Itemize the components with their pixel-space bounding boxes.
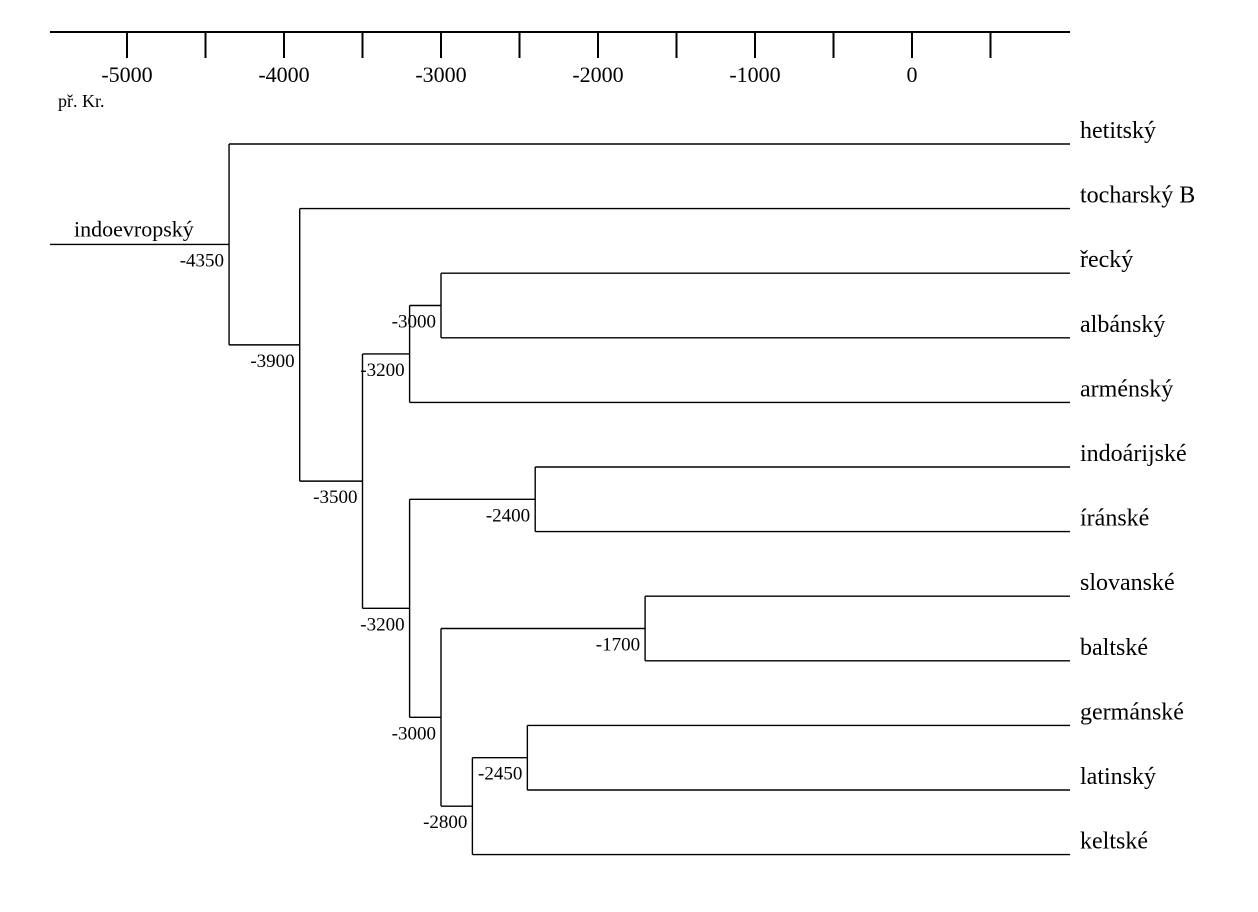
node-year-label: -3000 <box>392 312 436 333</box>
axis-tick-label: -5000 <box>101 62 152 87</box>
tree-labels: -4350 -3900 -3500 -3200 -3000 -3200 -2400 -3000… <box>74 118 1195 855</box>
axis-tick-label: -1000 <box>729 62 780 87</box>
leaf-label-recky: řecký <box>1080 247 1133 273</box>
leaf-label-indoarijske: indoárijské <box>1080 441 1187 467</box>
leaf-label-albansky: albánský <box>1080 312 1165 338</box>
node-year-label: -2800 <box>423 812 467 833</box>
leaf-label-tocharsky: tocharský B <box>1080 183 1195 209</box>
axis-tick-label: -3000 <box>415 62 466 87</box>
root-name-label: indoevropský <box>74 216 194 241</box>
leaf-label-keltske: keltské <box>1080 829 1148 855</box>
node-year-label: -4350 <box>180 250 224 271</box>
time-axis: -5000 -4000 -3000 -2000 -1000 0 př. Kr. <box>50 31 1070 111</box>
leaf-label-germanske: germánské <box>1080 699 1184 725</box>
leaf-label-iranske: íránské <box>1080 506 1149 532</box>
leaf-label-baltske: baltské <box>1080 635 1148 661</box>
node-year-label: -2450 <box>478 764 522 785</box>
tree-branches <box>50 143 1070 856</box>
node-year-label: -3500 <box>313 487 357 508</box>
node-year-label: -1700 <box>596 635 640 656</box>
node-year-label: -2400 <box>486 505 530 526</box>
node-year-label: -3000 <box>392 723 436 744</box>
leaf-label-armensky: arménský <box>1080 376 1173 402</box>
axis-unit-label: př. Kr. <box>58 91 105 111</box>
axis-tick-label: 0 <box>907 62 918 87</box>
node-year-label: -3200 <box>360 360 404 381</box>
node-year-label: -3900 <box>250 351 294 372</box>
axis-tick-label: -2000 <box>572 62 623 87</box>
leaf-label-hetitsky: hetitský <box>1080 118 1156 144</box>
leaf-label-slovanske: slovanské <box>1080 570 1175 596</box>
node-year-label: -3200 <box>360 614 404 635</box>
axis-tick-label: -4000 <box>258 62 309 87</box>
leaf-label-latinsky: latinský <box>1080 764 1156 790</box>
